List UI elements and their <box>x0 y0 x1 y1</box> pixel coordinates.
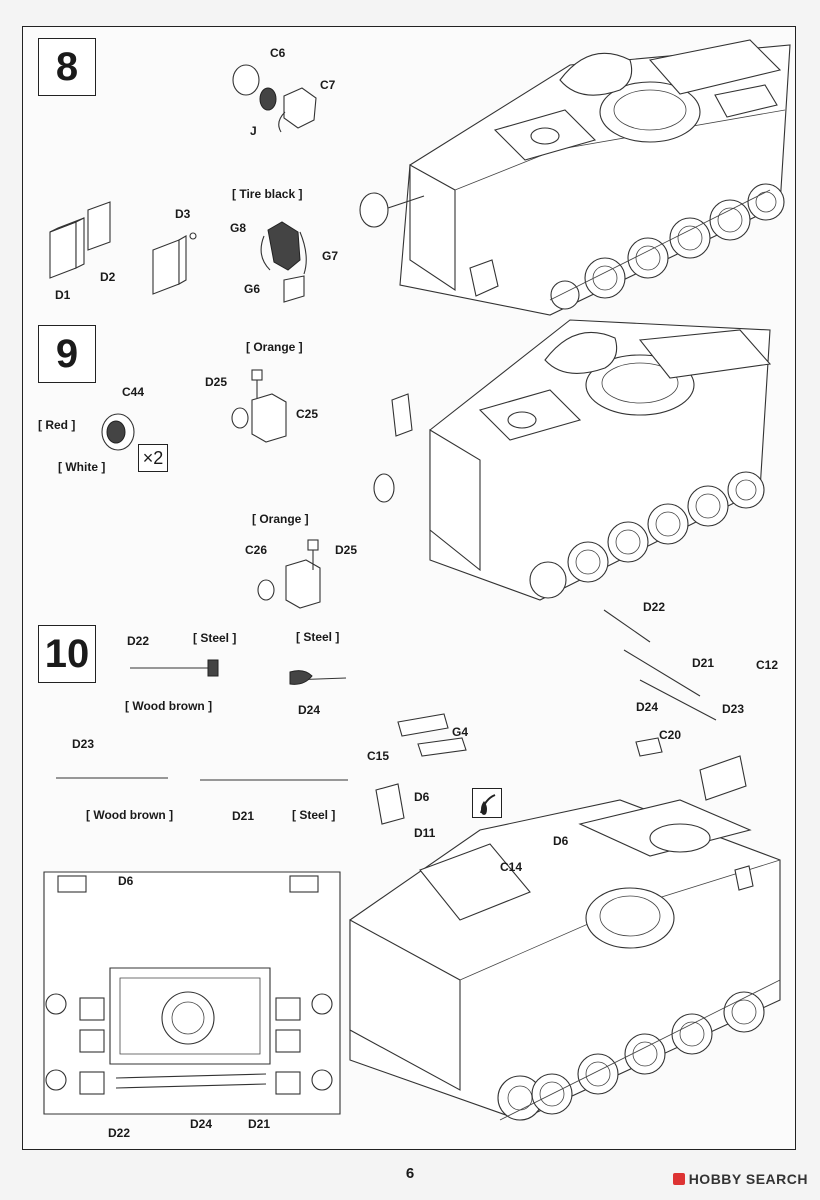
step-9-drawings <box>101 319 772 609</box>
label-c14: C14 <box>500 860 523 874</box>
label-c44: C44 <box>122 385 145 399</box>
label-d2: D2 <box>100 270 116 284</box>
label-d24-rear: D24 <box>190 1117 213 1131</box>
paint-wood-brown-upper: [ Wood brown ] <box>125 699 213 713</box>
label-d6-hull-left: D6 <box>414 790 430 804</box>
watermark: HOBBY SEARCH <box>672 1171 808 1187</box>
step-10-number: 10 <box>38 625 96 683</box>
label-j: J <box>250 124 257 138</box>
paint-steel-hammer: [ Steel ] <box>193 631 237 645</box>
label-c6: C6 <box>270 46 286 60</box>
paint-wood-brown-lower: [ Wood brown ] <box>86 808 174 822</box>
paint-orange-lower: [ Orange ] <box>252 512 309 526</box>
label-d22-tool: D22 <box>127 634 150 648</box>
label-d22-hull: D22 <box>643 600 666 614</box>
label-c12: C12 <box>756 658 779 672</box>
paint-red: [ Red ] <box>38 418 76 432</box>
label-d24-tool: D24 <box>298 703 321 717</box>
step-8-drawings <box>49 39 791 316</box>
label-d23-tool: D23 <box>72 737 95 751</box>
label-d21-tool: D21 <box>232 809 255 823</box>
label-g4: G4 <box>452 725 469 739</box>
label-d25-lower: D25 <box>335 543 358 557</box>
label-c15: C15 <box>367 749 390 763</box>
paint-white: [ White ] <box>58 460 106 474</box>
page-number: 6 <box>405 1165 415 1182</box>
label-d24-hull: D24 <box>636 700 659 714</box>
label-c7: C7 <box>320 78 336 92</box>
label-d21-hull: D21 <box>692 656 715 670</box>
label-d23-hull: D23 <box>722 702 745 716</box>
label-d1: D1 <box>55 288 71 302</box>
glue-icon <box>472 788 502 818</box>
paint-orange-upper: [ Orange ] <box>246 340 303 354</box>
label-g6: G6 <box>244 282 261 296</box>
label-g7: G7 <box>322 249 339 263</box>
multiplier-x2: ×2 <box>138 444 168 472</box>
watermark-text: HOBBY SEARCH <box>688 1171 808 1187</box>
step-10-drawings <box>43 609 781 1121</box>
label-d6-rear: D6 <box>118 874 134 888</box>
label-d22-rear: D22 <box>108 1126 131 1140</box>
paint-tire-black: [ Tire black ] <box>232 187 303 201</box>
logo-icon <box>672 1173 685 1185</box>
paint-steel-bar: [ Steel ] <box>292 808 336 822</box>
label-d6-hull-center: D6 <box>553 834 569 848</box>
label-d11: D11 <box>414 826 436 840</box>
label-g8: G8 <box>230 221 247 235</box>
step-8-number: 8 <box>38 38 96 96</box>
step-9-number: 9 <box>38 325 96 383</box>
label-c26: C26 <box>245 543 268 557</box>
label-d25-upper: D25 <box>205 375 228 389</box>
label-d21-rear: D21 <box>248 1117 271 1131</box>
label-d3: D3 <box>175 207 191 221</box>
label-c25: C25 <box>296 407 319 421</box>
paint-steel-axe: [ Steel ] <box>296 630 340 644</box>
label-c20: C20 <box>659 728 682 742</box>
